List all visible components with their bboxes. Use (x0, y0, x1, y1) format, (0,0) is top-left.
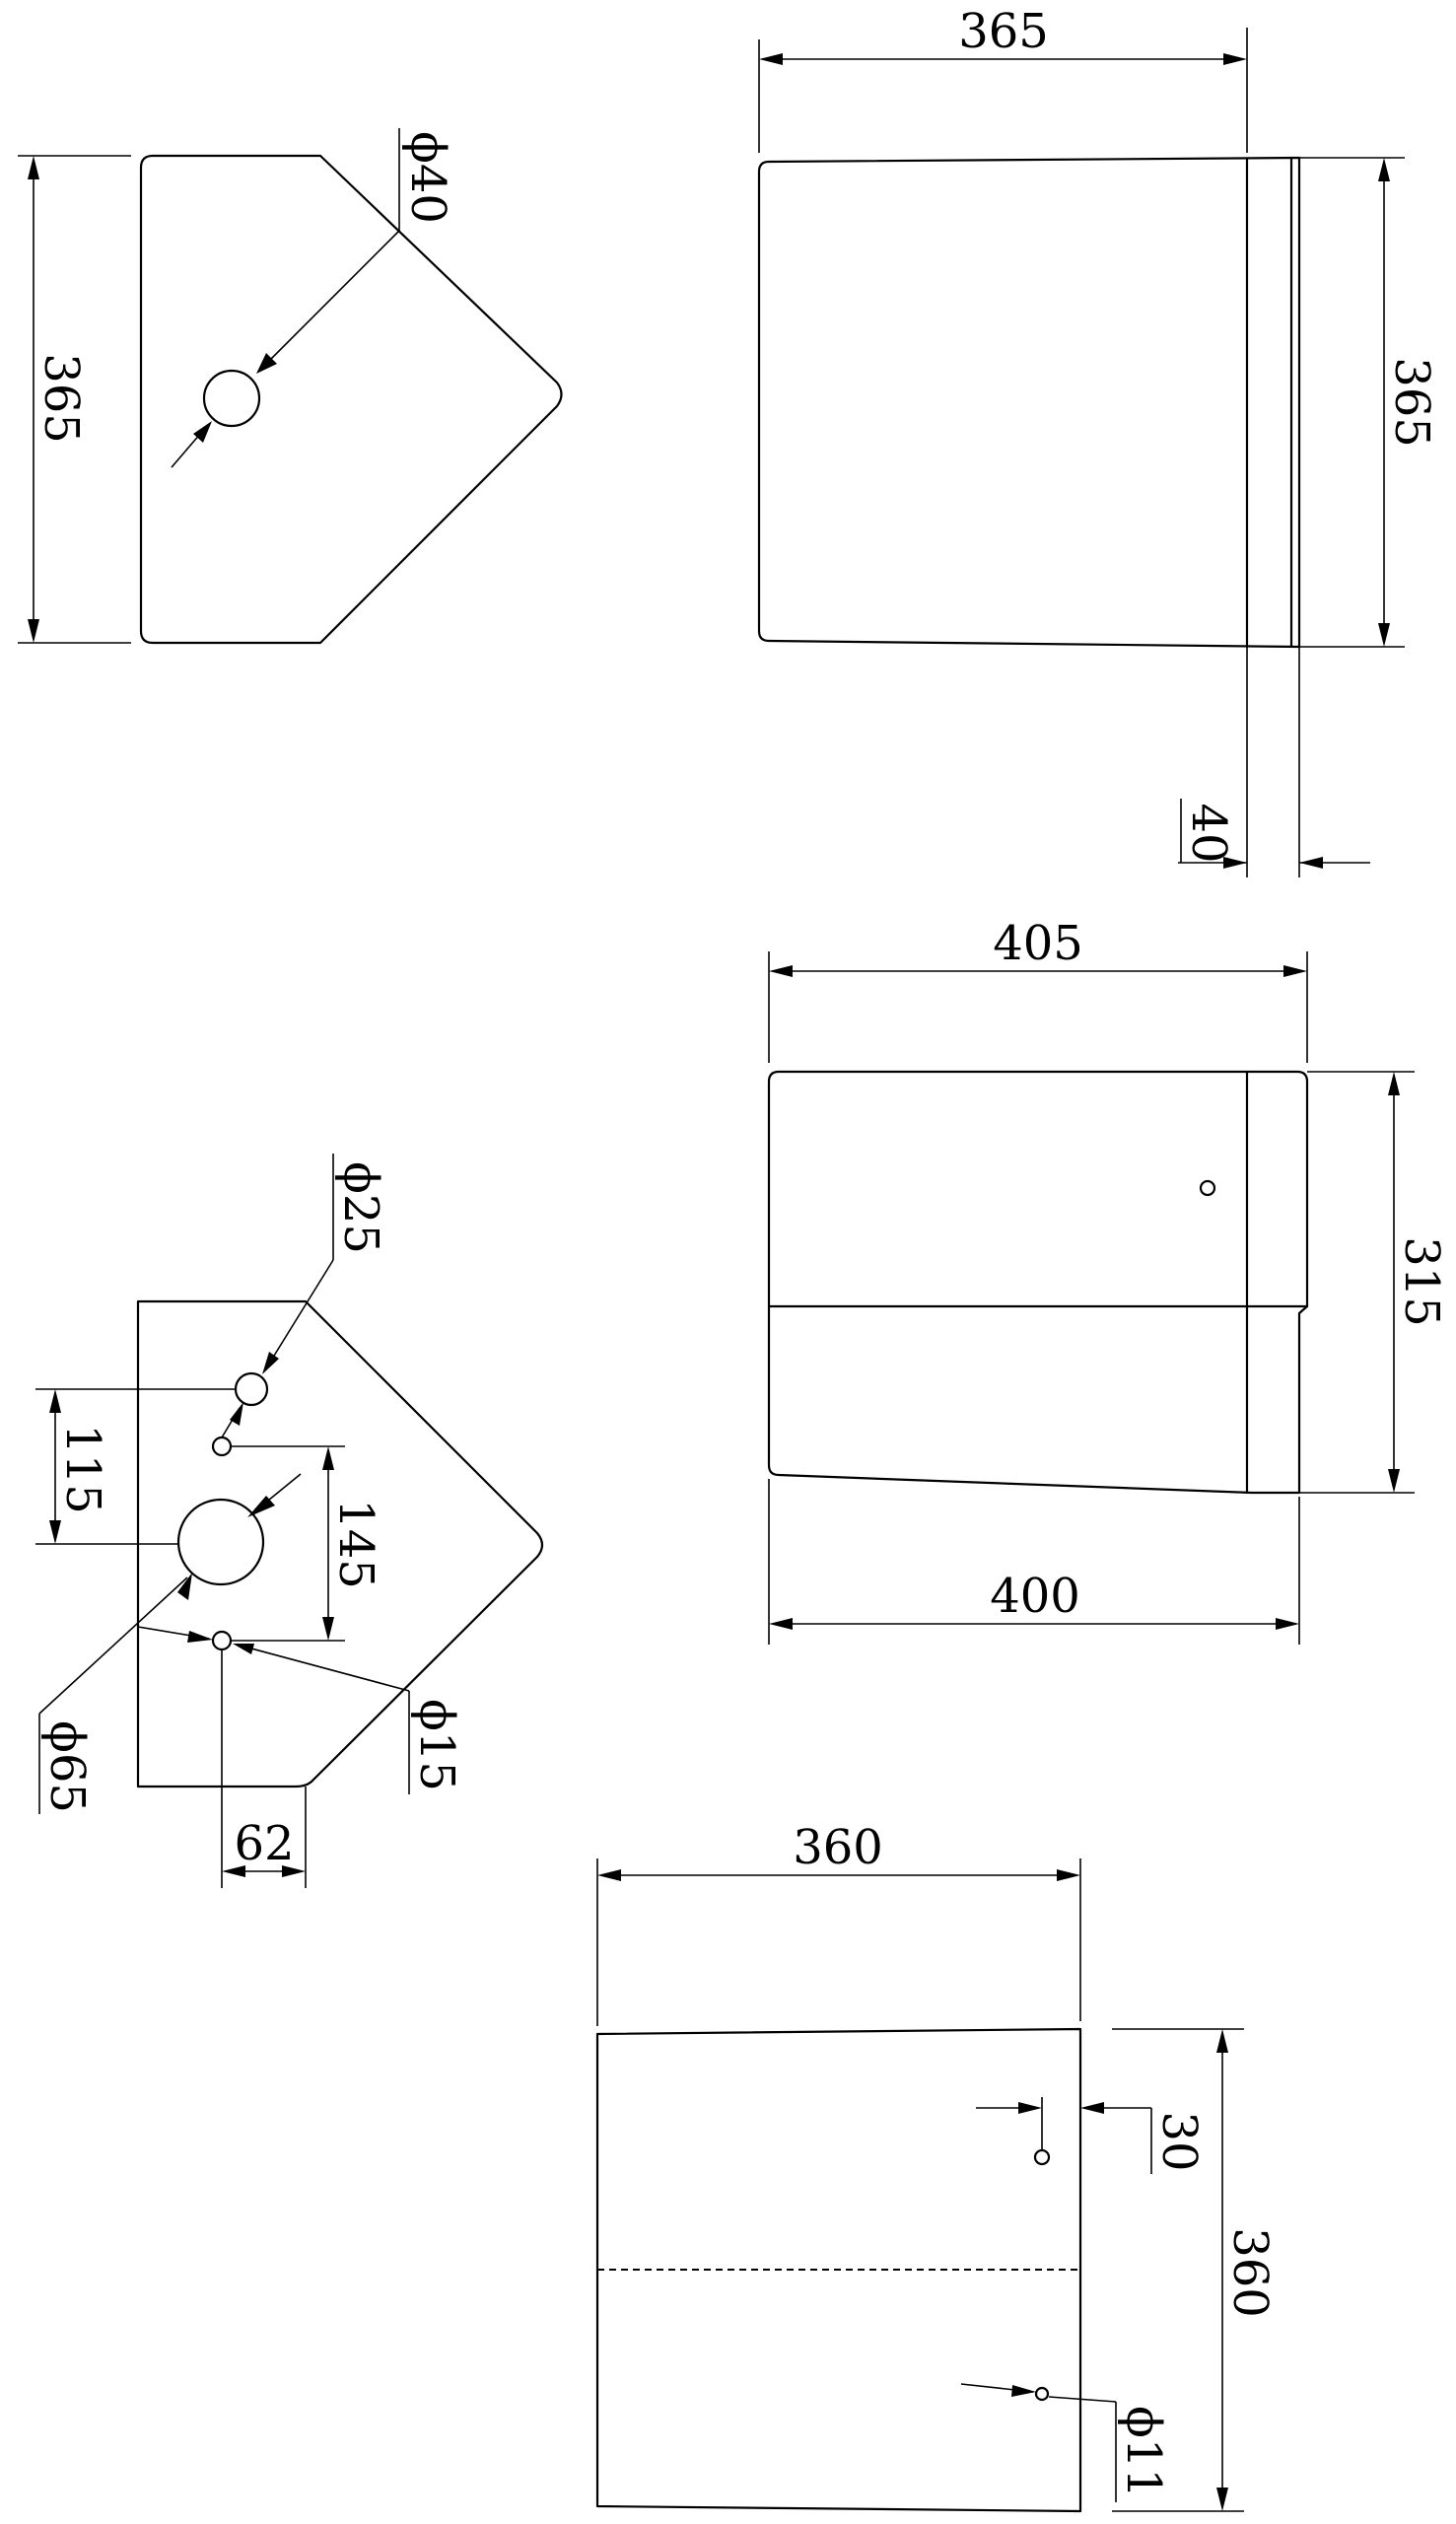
mid-right-small-hole (1199, 1179, 1216, 1197)
label-top-right-width: 365 (958, 4, 1049, 59)
view-top-left: 365 ϕ40 (18, 128, 563, 645)
view-top-right: 365 365 40 (757, 4, 1439, 877)
view-mid-left: ϕ25 115 145 ϕ65 ϕ15 62 (35, 1154, 544, 1888)
outline-mid-right (767, 1070, 1309, 1495)
label-mid-right-top-width: 405 (993, 916, 1083, 971)
outline-mid-left (136, 1299, 544, 1788)
label-top-left-height: 365 (34, 353, 89, 444)
hole-small-1 (211, 1436, 233, 1457)
view-mid-right: 405 315 400 (767, 916, 1449, 1645)
label-hole-40: ϕ40 (400, 131, 455, 224)
label-offset-115: 115 (55, 1424, 110, 1514)
hole-65 (176, 1498, 265, 1586)
label-hole-65: ϕ65 (39, 1720, 95, 1813)
label-spacing-145: 145 (328, 1499, 383, 1589)
hole-25 (234, 1371, 269, 1407)
label-bottom-hole: ϕ11 (1116, 2406, 1171, 2498)
outline-bottom (595, 2027, 1082, 2513)
label-mid-right-bottom-width: 400 (990, 1569, 1080, 1624)
hole-small-2 (211, 1630, 233, 1651)
view-bottom: 360 360 30 ϕ11 (595, 1820, 1278, 2513)
label-top-right-depth: 40 (1181, 803, 1236, 863)
outline-top-left (139, 154, 563, 645)
label-hole-15: ϕ15 (409, 1699, 464, 1791)
label-offset-62: 62 (234, 1816, 294, 1871)
outline-top-right (757, 156, 1301, 649)
label-bottom-offset-30: 30 (1151, 2111, 1207, 2171)
bottom-hole-lower (1034, 2386, 1050, 2402)
label-hole-25: ϕ25 (333, 1161, 388, 1254)
bottom-hole-upper (1033, 2148, 1051, 2166)
label-bottom-width: 360 (793, 1820, 883, 1875)
label-bottom-height: 360 (1222, 2227, 1278, 2318)
label-top-right-height: 365 (1384, 357, 1439, 448)
label-mid-right-height: 315 (1394, 1236, 1449, 1327)
hole-40 (202, 369, 261, 428)
